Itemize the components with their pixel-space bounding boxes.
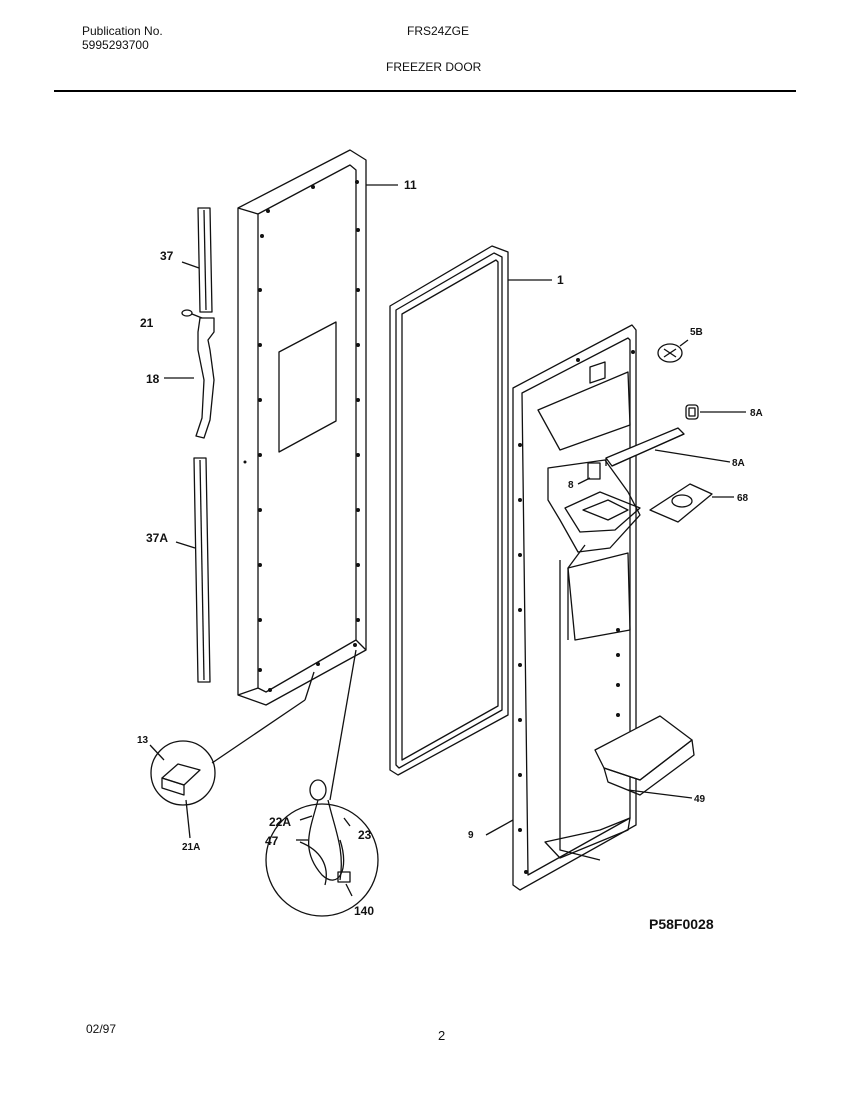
inner-door-liner bbox=[485, 324, 641, 891]
callout-9: 9 bbox=[468, 830, 474, 841]
page-number: 2 bbox=[438, 1028, 446, 1043]
strip-37a bbox=[175, 457, 211, 683]
rail-8a bbox=[605, 427, 731, 467]
clip-8a bbox=[685, 404, 746, 420]
callout-23: 23 bbox=[358, 828, 372, 842]
door-bin-49 bbox=[594, 715, 695, 799]
callout-8a-clip: 8A bbox=[750, 408, 763, 419]
callout-8a-rail: 8A bbox=[732, 458, 745, 469]
callout-49: 49 bbox=[694, 794, 706, 805]
callout-8: 8 bbox=[568, 480, 574, 491]
screw-5b bbox=[657, 339, 689, 363]
door-gasket bbox=[389, 245, 552, 776]
publication-label: Publication No. bbox=[82, 24, 163, 38]
callout-68: 68 bbox=[737, 493, 749, 504]
dispenser-paddle-68 bbox=[649, 483, 734, 523]
door-outer-panel bbox=[237, 149, 398, 706]
callout-18: 18 bbox=[146, 372, 160, 386]
publication-number: 5995293700 bbox=[82, 38, 149, 52]
block-8 bbox=[577, 462, 601, 485]
diagram-reference-code: P58F0028 bbox=[649, 916, 714, 932]
callout-37a: 37A bbox=[146, 531, 168, 545]
inset-wiring-140 bbox=[265, 649, 379, 917]
callout-1: 1 bbox=[557, 273, 564, 287]
callout-11: 11 bbox=[404, 178, 417, 192]
callout-5b: 5B bbox=[690, 327, 703, 338]
callout-21: 21 bbox=[140, 316, 154, 330]
strip-37 bbox=[181, 207, 213, 313]
callout-22a: 22A bbox=[269, 815, 291, 829]
hinge-18 bbox=[164, 317, 215, 439]
header-rule bbox=[54, 90, 796, 92]
model-number: FRS24ZGE bbox=[407, 24, 470, 38]
callout-37: 37 bbox=[160, 249, 174, 263]
callout-140: 140 bbox=[354, 904, 374, 918]
inset-bracket-13 bbox=[149, 671, 315, 839]
section-title: FREEZER DOOR bbox=[386, 60, 482, 74]
callout-21a: 21A bbox=[182, 842, 200, 853]
footer-date: 02/97 bbox=[86, 1022, 117, 1036]
callout-13: 13 bbox=[137, 735, 149, 746]
callout-47: 47 bbox=[265, 834, 279, 848]
